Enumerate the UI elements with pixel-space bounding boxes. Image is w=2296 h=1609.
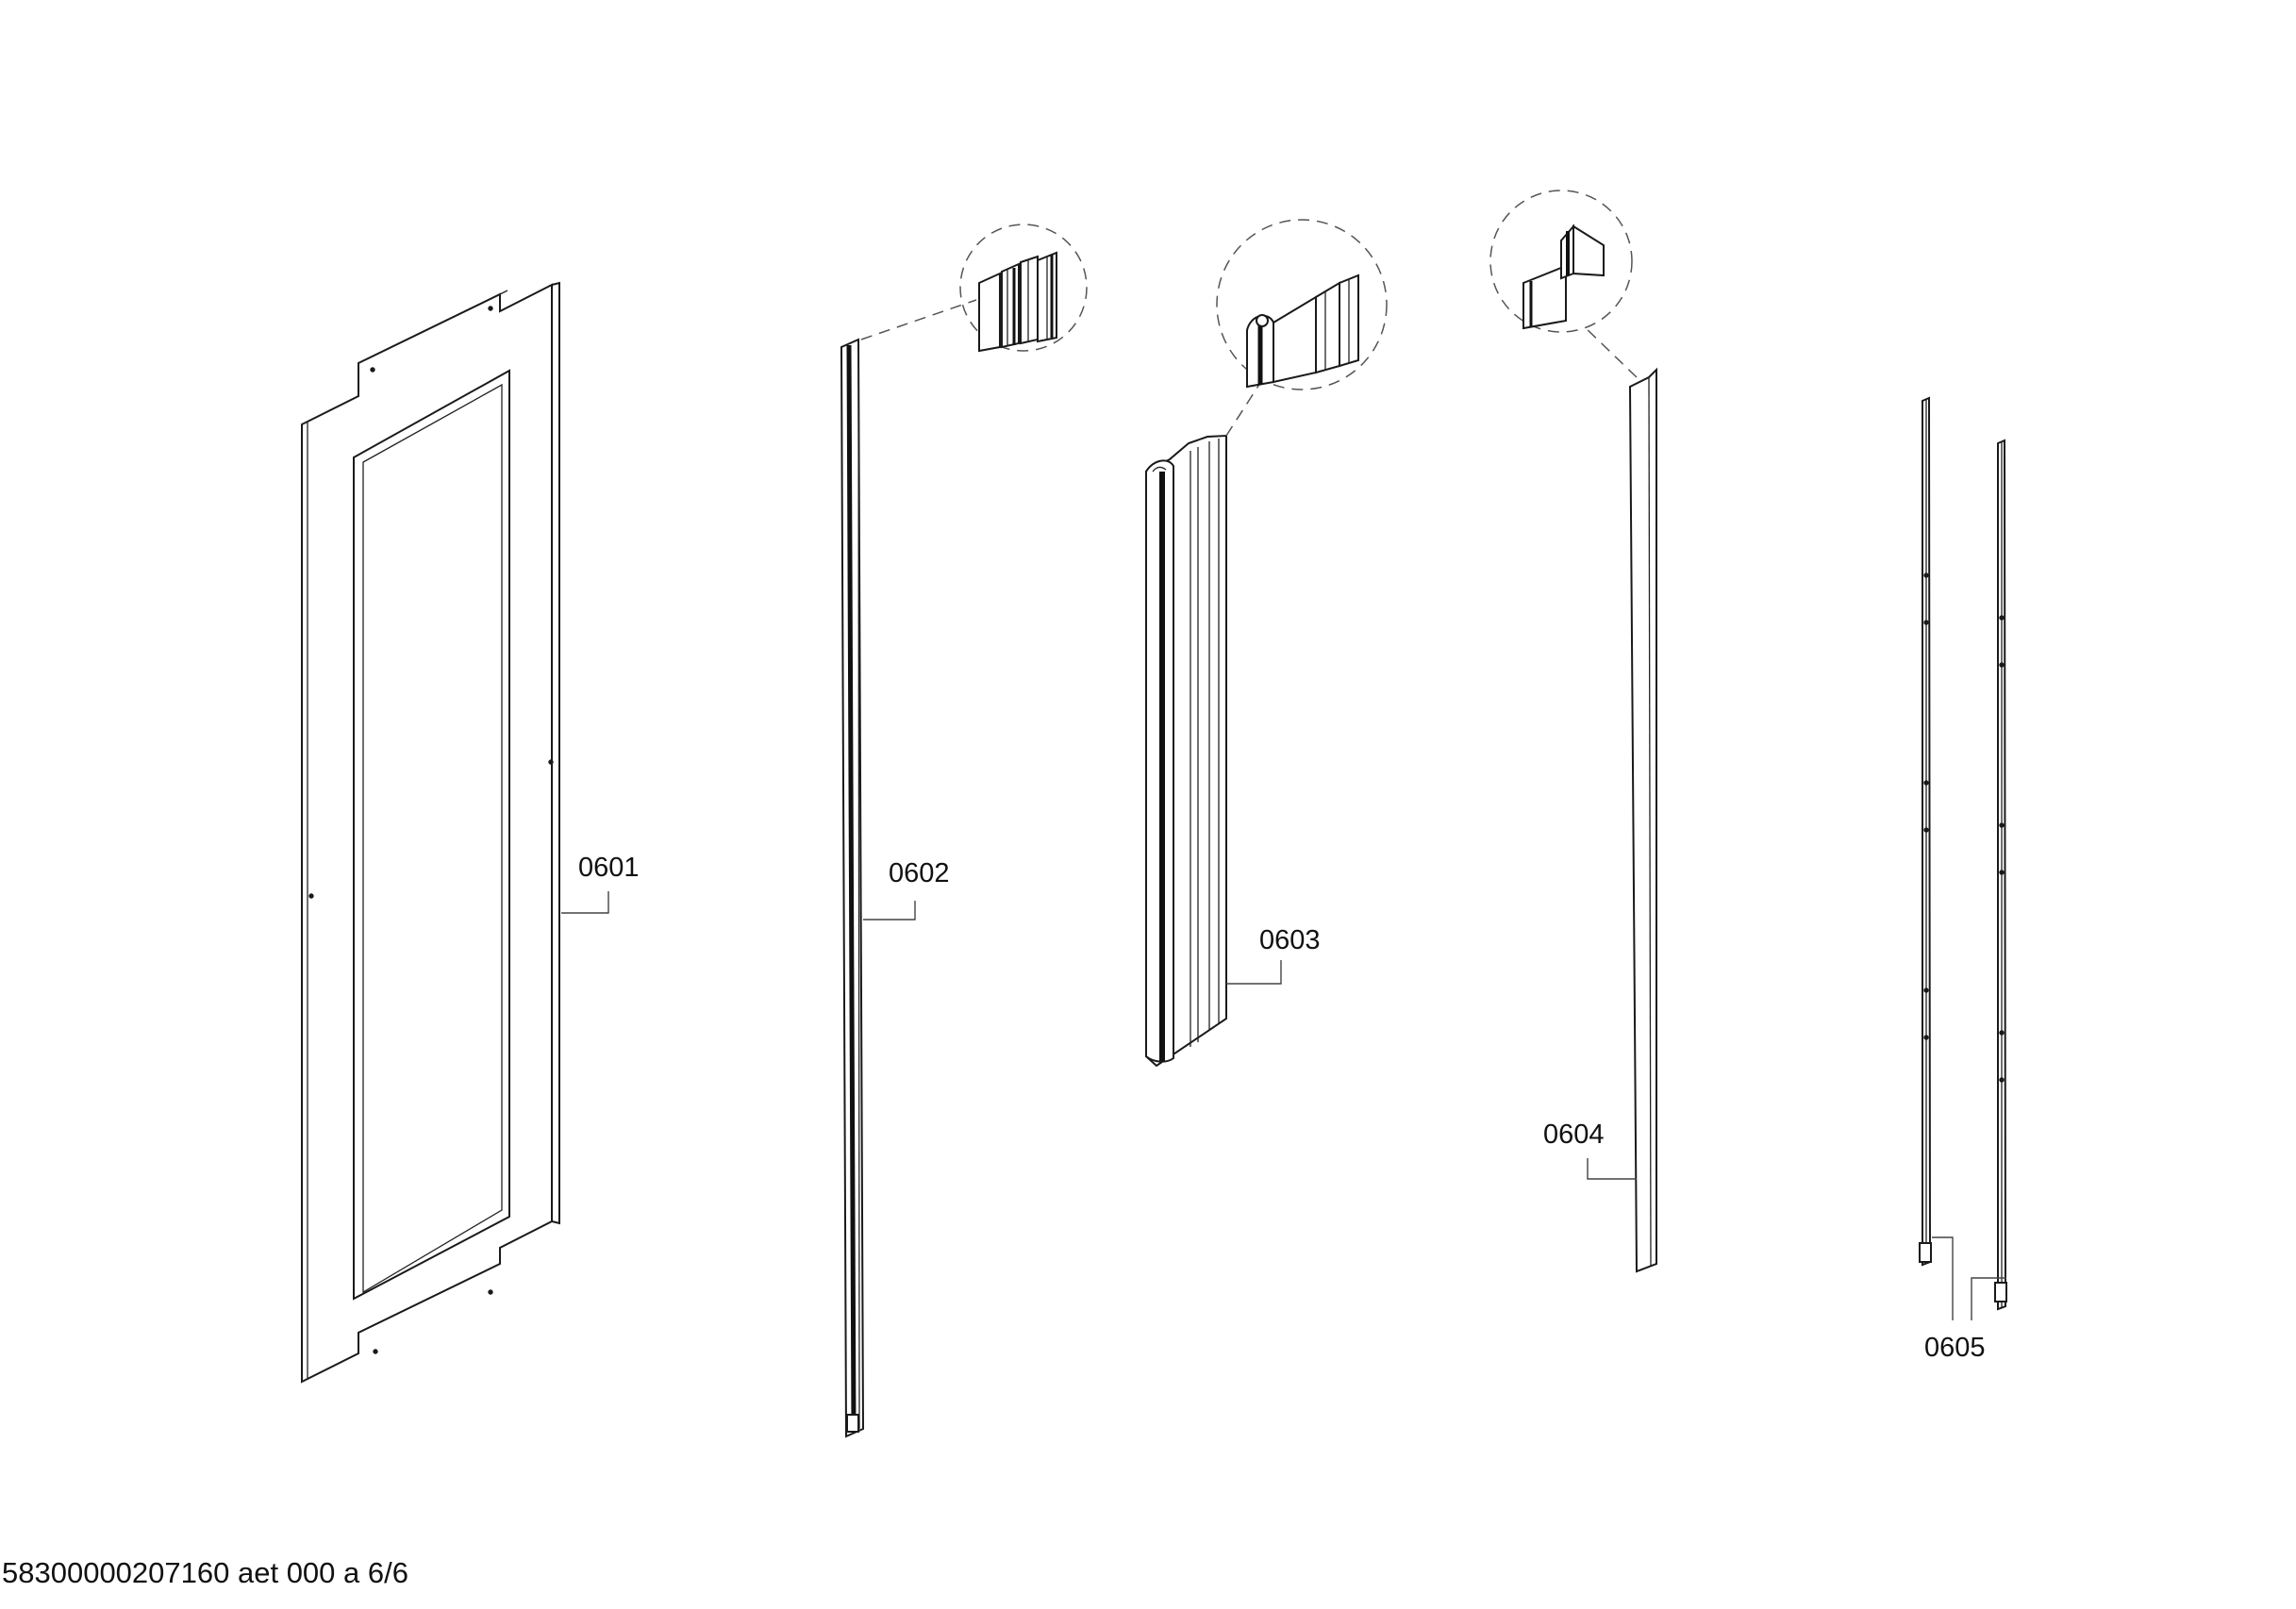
part-0604-flat-strip — [1489, 190, 1657, 1273]
detail-0603-profile — [1246, 274, 1359, 389]
part-label-0603: 0603 — [1259, 925, 1321, 955]
part-label-0602: 0602 — [889, 858, 950, 888]
part-label-0601: 0601 — [578, 853, 640, 883]
leader-lines — [561, 891, 2006, 1320]
part-0605-strip-right — [1994, 439, 2007, 1311]
part-0602-profile-strip — [840, 224, 1088, 1438]
detail-0602-profile — [978, 251, 1057, 353]
part-0601-frame-panel — [301, 281, 560, 1384]
part-0605-strip-left — [1919, 396, 1932, 1267]
part-label-0605: 0605 — [1924, 1333, 1986, 1363]
part-label-0604: 0604 — [1543, 1120, 1605, 1150]
detail-0604-profile — [1522, 224, 1605, 330]
part-0605-hinge-strips — [1919, 396, 2007, 1311]
part-0603-wide-profile — [1145, 219, 1388, 1068]
drawing-reference-number: 58300000207160 aet 000 a 6/6 — [2, 1556, 408, 1589]
